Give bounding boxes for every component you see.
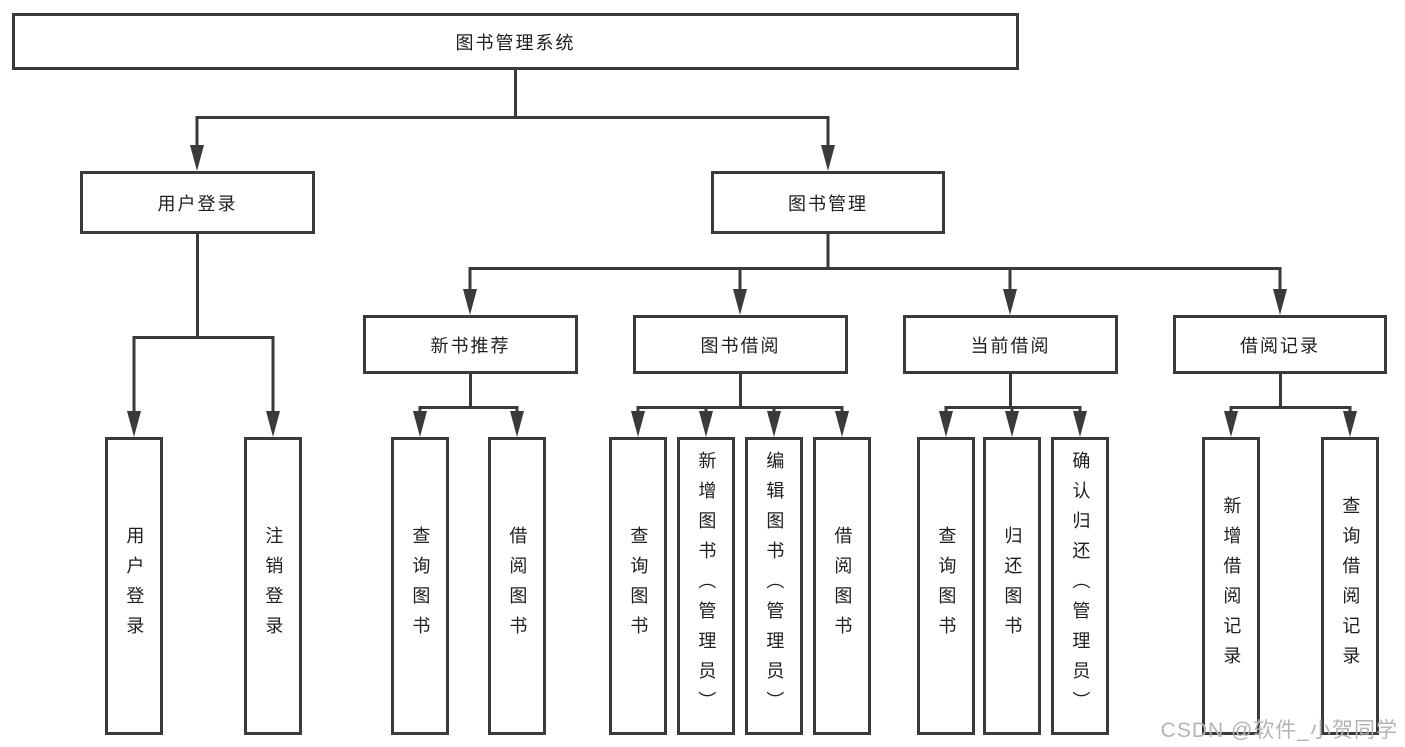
leaf-add-borrow-record: 新增借阅记录 [1202,437,1260,735]
arrowheads [127,145,1357,437]
leaf-add-books-admin: 新增图书（管理员） [677,437,735,735]
node-label: 当前借阅 [970,335,1051,356]
arrowhead [733,289,747,315]
leaf-confirm-return-admin: 确认归还（管理员） [1051,437,1109,735]
node-label: 图书借阅 [700,335,781,356]
leaf-label: 查询图书 [628,526,649,646]
node-book-borrow: 图书借阅 [633,315,848,374]
leaf-logout: 注销登录 [244,437,302,735]
csdn-watermark: CSDN @软件_小贺同学 [1160,719,1398,742]
leaf-user-login: 用户登录 [105,437,163,735]
node-label: 图书管理系统 [455,32,576,53]
leaf-edit-books-admin: 编辑图书（管理员） [745,437,803,735]
leaf-label: 查询借阅记录 [1340,496,1361,676]
node-current-borrow: 当前借阅 [903,315,1118,374]
arrowhead [699,411,713,437]
leaf-label: 确认归还（管理员） [1070,451,1091,721]
arrowhead [1005,411,1019,437]
leaf-label: 用户登录 [124,526,145,646]
arrowhead [127,411,141,437]
connector-borrow-record-bus [1229,406,1352,412]
arrowhead [190,145,204,171]
arrowhead [821,145,835,171]
leaf-label: 查询图书 [410,526,431,646]
arrowhead [1003,289,1017,315]
node-library-system: 图书管理系统 [12,13,1019,70]
leaf-query-borrow-record: 查询借阅记录 [1321,437,1379,735]
node-label: 新书推荐 [430,335,511,356]
arrowhead [510,411,524,437]
leaf-label: 查询图书 [936,526,957,646]
connector-book-borrow-bus [636,406,844,412]
arrowhead [1224,411,1238,437]
arrowhead [1073,411,1087,437]
node-borrow-records: 借阅记录 [1173,315,1387,374]
leaf-label: 新增图书（管理员） [696,451,717,721]
leaf-label: 借阅图书 [507,526,528,646]
connector-user-login-bus [132,336,275,412]
leaf-label: 归还图书 [1002,526,1023,646]
leaf-label: 注销登录 [263,526,284,646]
leaf-query-books: 查询图书 [609,437,667,735]
node-label: 借阅记录 [1240,335,1320,356]
connector-level2-bus [195,116,830,147]
leaf-label: 借阅图书 [832,526,853,646]
node-label: 用户登录 [157,193,238,214]
leaf-label: 编辑图书（管理员） [764,451,785,721]
node-new-book-recommend: 新书推荐 [363,315,578,374]
arrowhead [266,411,280,437]
arrowhead [631,411,645,437]
arrowhead [413,411,427,437]
connector-level3-bus [468,267,1282,290]
leaf-borrow-books: 借阅图书 [488,437,546,735]
arrowhead [835,411,849,437]
node-book-management: 图书管理 [711,171,945,234]
arrowhead [767,411,781,437]
leaf-query-books: 查询图书 [391,437,449,735]
leaf-query-books: 查询图书 [917,437,975,735]
node-user-login: 用户登录 [80,171,315,234]
arrowhead [1273,289,1287,315]
leaf-borrow-books: 借阅图书 [813,437,871,735]
leaf-return-books: 归还图书 [983,437,1041,735]
arrowhead [463,289,477,315]
arrowhead [939,411,953,437]
connector-new-book-bus [418,406,519,412]
leaf-label: 新增借阅记录 [1221,496,1242,676]
node-label: 图书管理 [788,193,868,214]
arrowhead [1343,411,1357,437]
